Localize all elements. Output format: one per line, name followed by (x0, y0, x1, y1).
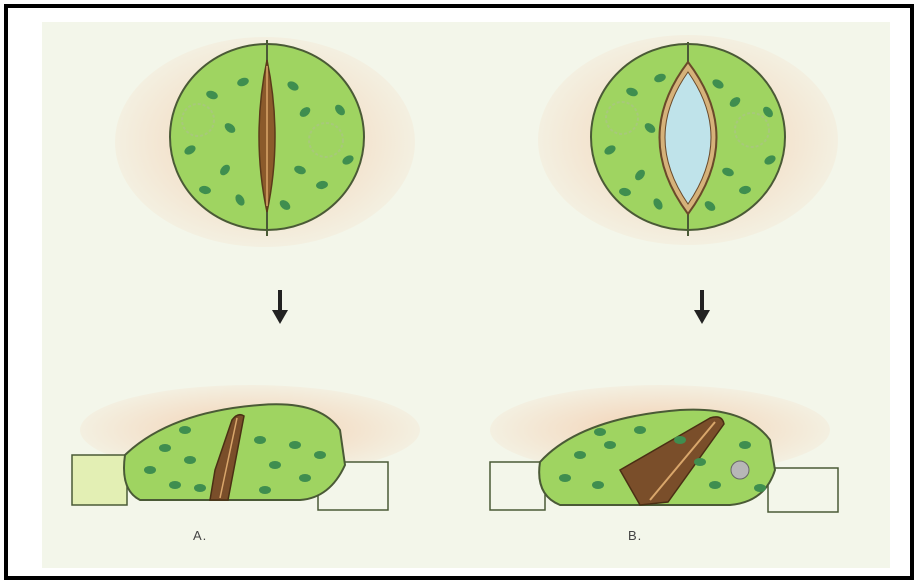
down-arrow-icon (694, 290, 710, 324)
epidermal-cell-b-left (490, 462, 545, 510)
nucleus-b-section (731, 461, 749, 479)
down-arrow-icon (272, 290, 288, 324)
stoma-a-surface-view (115, 37, 415, 247)
figure-label-b: B. (628, 528, 642, 543)
figure-label-a: A. (193, 528, 207, 543)
epidermal-cell-a-left (72, 455, 127, 505)
epidermal-cell-b-right (768, 468, 838, 512)
stoma-b-surface-view (538, 35, 838, 245)
stoma-a-cross-section (72, 385, 420, 510)
stoma-b-cross-section (490, 385, 838, 512)
